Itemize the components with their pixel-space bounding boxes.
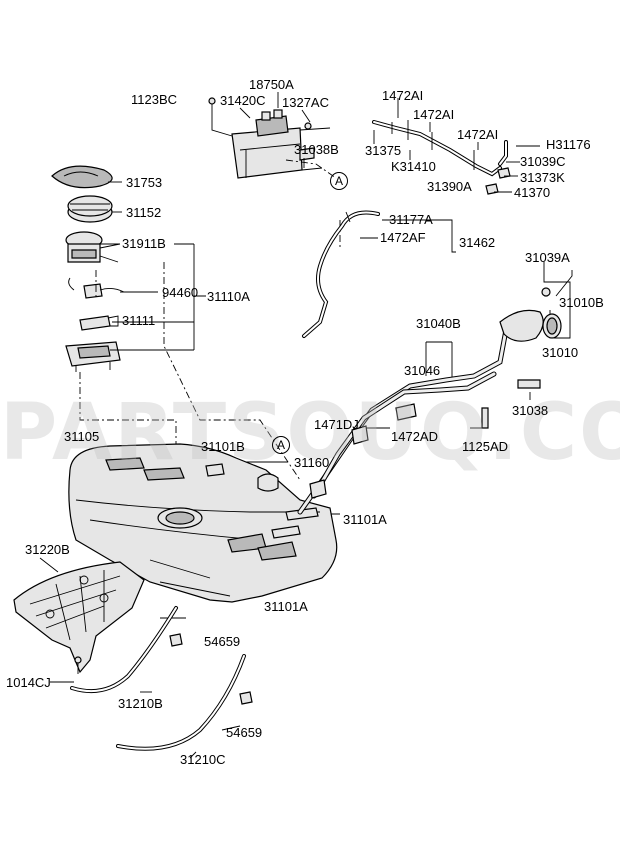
label-31220B[interactable]: 31220B <box>25 542 70 557</box>
label-31105[interactable]: 31105 <box>64 429 100 444</box>
label-1125AD[interactable]: 1125AD <box>462 439 509 454</box>
label-94460[interactable]: 94460 <box>162 285 199 300</box>
label-31040B[interactable]: 31040B <box>416 316 461 331</box>
label-31373K[interactable]: 31373K <box>520 170 565 185</box>
label-1327AC[interactable]: 1327AC <box>282 95 329 110</box>
straps <box>70 606 253 751</box>
label-31420C[interactable]: 31420C <box>220 93 266 108</box>
pump-parts <box>51 165 125 372</box>
label-54659-2[interactable]: 54659 <box>226 725 263 740</box>
skid-plate <box>13 561 145 674</box>
label-31010[interactable]: 31010 <box>542 345 579 360</box>
label-1472AI-1[interactable]: 1472AI <box>382 88 424 103</box>
label-31210C[interactable]: 31210C <box>180 752 226 767</box>
fuel-tank <box>68 443 338 603</box>
label-31390A[interactable]: 31390A <box>427 179 472 194</box>
label-31753[interactable]: 31753 <box>126 175 163 190</box>
callout-a-top: A <box>330 172 348 190</box>
label-31038B[interactable]: 31038B <box>294 142 339 157</box>
label-31375[interactable]: 31375 <box>365 143 402 158</box>
label-1472AD[interactable]: 1472AD <box>391 429 438 444</box>
label-1472AF[interactable]: 1472AF <box>380 230 426 245</box>
label-31911B[interactable]: 31911B <box>122 236 166 251</box>
label-18750A[interactable]: 18750A <box>249 77 294 92</box>
canister-assembly <box>208 97 331 179</box>
label-31039C[interactable]: 31039C <box>520 154 566 169</box>
label-31210B[interactable]: 31210B <box>118 696 163 711</box>
label-31160[interactable]: 31160 <box>294 455 330 470</box>
label-31039A[interactable]: 31039A <box>525 250 570 265</box>
vapor-hose <box>302 210 380 338</box>
label-31462[interactable]: 31462 <box>459 235 496 250</box>
label-1471DJ[interactable]: 1471DJ <box>314 417 359 432</box>
label-31101B[interactable]: 31101B <box>201 439 245 454</box>
label-31101A-2[interactable]: 31101A <box>264 599 308 614</box>
label-31152[interactable]: 31152 <box>126 205 162 220</box>
label-31046[interactable]: 31046 <box>404 363 441 378</box>
label-31110A[interactable]: 31110A <box>207 289 250 304</box>
label-41370[interactable]: 41370 <box>514 185 551 200</box>
label-K31410[interactable]: K31410 <box>391 159 436 174</box>
label-1472AI-2[interactable]: 1472AI <box>413 107 455 122</box>
label-31177A[interactable]: 31177A <box>389 212 433 227</box>
callout-a-tank: A <box>272 436 290 454</box>
label-H31176[interactable]: H31176 <box>546 137 591 152</box>
label-1123BC[interactable]: 1123BC <box>131 92 178 107</box>
label-31010B[interactable]: 31010B <box>559 295 604 310</box>
label-54659-1[interactable]: 54659 <box>204 634 241 649</box>
label-31038[interactable]: 31038 <box>512 403 549 418</box>
label-31101A-1[interactable]: 31101A <box>343 512 387 527</box>
filler-neck <box>297 270 573 515</box>
label-1472AI-3[interactable]: 1472AI <box>457 127 499 142</box>
label-31111[interactable]: 31111 <box>122 313 156 328</box>
label-1014CJ[interactable]: 1014CJ <box>6 675 51 690</box>
